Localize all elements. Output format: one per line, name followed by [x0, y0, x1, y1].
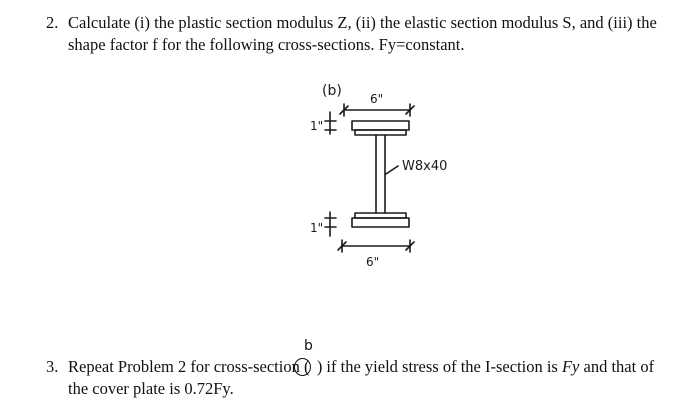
- part-label: (b): [322, 83, 342, 99]
- section-label-leader: [385, 165, 399, 175]
- top-width-label: 6": [370, 92, 383, 106]
- problem-3-line-2: the cover plate is 0.72Fy.: [68, 379, 234, 398]
- handwritten-correction: b: [304, 338, 313, 354]
- problem-3-number: 3.: [46, 357, 59, 376]
- bottom-width-label: 6": [366, 255, 379, 269]
- circled-letter: a: [309, 357, 317, 376]
- section-label: W8x40: [402, 159, 447, 174]
- bottom-cover-plate: [351, 217, 410, 228]
- bottom-thickness-label: 1": [310, 221, 323, 235]
- top-thickness-label: 1": [310, 119, 323, 133]
- circled-letter-mark: [294, 358, 311, 376]
- top-cover-plate: [351, 120, 410, 131]
- problem-2-number: 2.: [46, 13, 59, 32]
- top-flange: [354, 129, 407, 136]
- problem-2-line-1: Calculate (i) the plastic section modulu…: [68, 13, 657, 32]
- problem-2-line-2: shape factor f for the following cross-s…: [68, 35, 465, 54]
- problem-3-line-1: Repeat Problem 2 for cross-section (a) i…: [68, 357, 655, 376]
- yield-stress-symbol: Fy: [561, 357, 580, 376]
